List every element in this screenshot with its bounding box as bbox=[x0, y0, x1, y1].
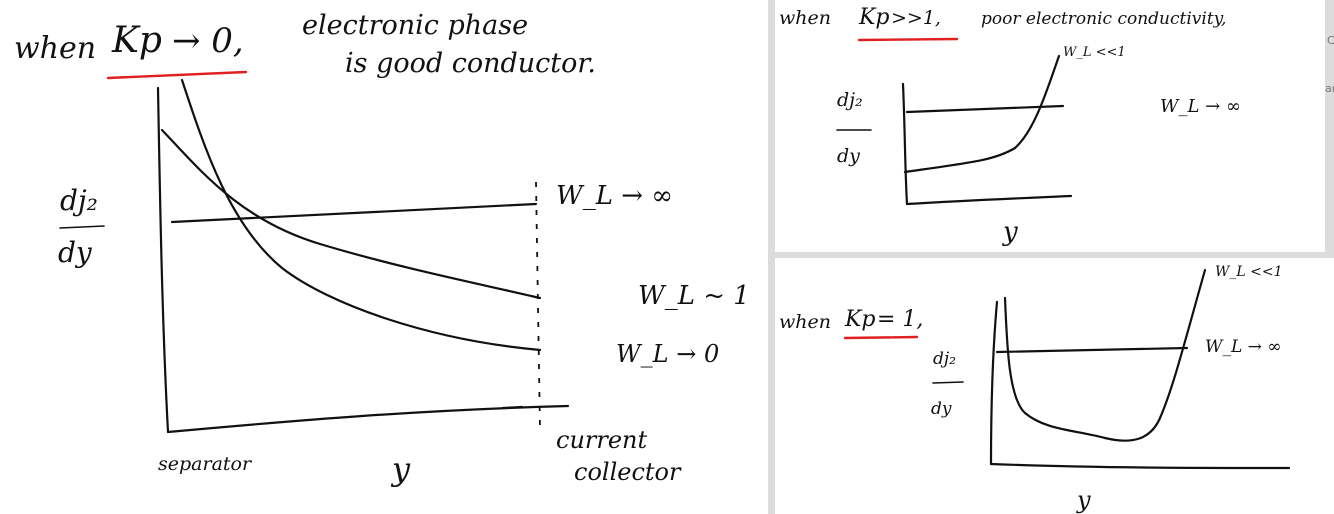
curve-wl-infinity bbox=[905, 104, 1065, 114]
main-sketch-svg: when Kp → 0, electronic phase is good co… bbox=[14, 10, 750, 488]
ylabel-denominator: dy bbox=[837, 145, 860, 167]
title-when: when bbox=[14, 31, 96, 66]
label-wl-infinity: W_L → ∞ bbox=[1205, 337, 1281, 357]
panel-divider-right-edge bbox=[1325, 0, 1334, 252]
label-wl-small: W_L <<1 bbox=[1063, 45, 1126, 60]
x-axis bbox=[905, 194, 1073, 206]
panel-divider-horizontal bbox=[775, 252, 1334, 258]
current-collector-boundary bbox=[535, 181, 541, 431]
label-separator: separator bbox=[158, 453, 253, 475]
y-axis bbox=[156, 86, 170, 434]
main-sketch-panel: when Kp → 0, electronic phase is good co… bbox=[14, 10, 750, 488]
curve-wl-infinity bbox=[995, 346, 1189, 354]
label-wl-1: W_L ~ 1 bbox=[638, 281, 750, 311]
bottom-right-sketch-svg: when Kp = 1, dj₂ dy W_L <<1 W_L → ∞ y bbox=[779, 264, 1291, 514]
label-wl-infinity: W_L → ∞ bbox=[1160, 96, 1241, 117]
title-underline bbox=[106, 70, 248, 80]
curve-wl-small bbox=[1003, 268, 1207, 442]
ylabel-fraction-bar bbox=[932, 381, 964, 384]
ylabel-numerator: dj₂ bbox=[933, 349, 956, 369]
x-axis-label: y bbox=[1002, 217, 1018, 247]
title-kp: Kp bbox=[111, 20, 162, 61]
title-kp: Kp bbox=[844, 307, 876, 332]
title-condition: >>1, bbox=[891, 7, 941, 29]
panel-divider-vertical bbox=[768, 0, 775, 514]
y-axis bbox=[901, 82, 909, 206]
axis-tick bbox=[501, 405, 524, 410]
bottom-right-sketch-panel: when Kp = 1, dj₂ dy W_L <<1 W_L → ∞ y bbox=[775, 258, 1334, 514]
y-axis bbox=[989, 300, 999, 466]
edge-fragment-2: ar bbox=[1325, 82, 1334, 95]
title-when: when bbox=[779, 311, 831, 333]
top-right-sketch-svg: when Kp >>1, poor electronic conductivit… bbox=[779, 5, 1241, 247]
label-wl-0: W_L → 0 bbox=[616, 340, 719, 368]
title-underline bbox=[843, 335, 919, 340]
x-axis bbox=[166, 404, 570, 434]
edge-fragment-1: C bbox=[1327, 34, 1334, 47]
title-note: poor electronic conductivity, bbox=[981, 9, 1226, 29]
title-kp: Kp bbox=[858, 5, 890, 30]
label-collector: collector bbox=[574, 458, 682, 486]
x-axis-label: y bbox=[390, 450, 411, 488]
title-line-2: is good conductor. bbox=[345, 48, 596, 79]
curve-wl-small bbox=[903, 54, 1061, 174]
curve-wl-0 bbox=[180, 78, 542, 352]
ylabel-fraction-bar bbox=[59, 225, 105, 229]
title-line-1: electronic phase bbox=[302, 10, 528, 41]
curve-wl-infinity bbox=[170, 202, 538, 224]
top-right-sketch-panel: when Kp >>1, poor electronic conductivit… bbox=[775, 0, 1325, 252]
curve-wl-1 bbox=[160, 128, 542, 300]
ylabel-denominator: dy bbox=[931, 399, 952, 419]
ylabel-denominator: dy bbox=[58, 236, 93, 269]
x-axis bbox=[989, 462, 1291, 470]
title-underline bbox=[857, 37, 959, 42]
label-wl-infinity: W_L → ∞ bbox=[556, 181, 673, 211]
x-axis-label: y bbox=[1076, 486, 1091, 514]
label-wl-small: W_L <<1 bbox=[1215, 264, 1283, 280]
ylabel-numerator: dj₂ bbox=[60, 184, 98, 217]
label-current: current bbox=[556, 426, 648, 454]
ylabel-numerator: dj₂ bbox=[837, 89, 863, 111]
title-when: when bbox=[779, 7, 831, 29]
title-arrow-value: → 0, bbox=[172, 21, 244, 61]
title-condition: = 1, bbox=[877, 307, 923, 332]
